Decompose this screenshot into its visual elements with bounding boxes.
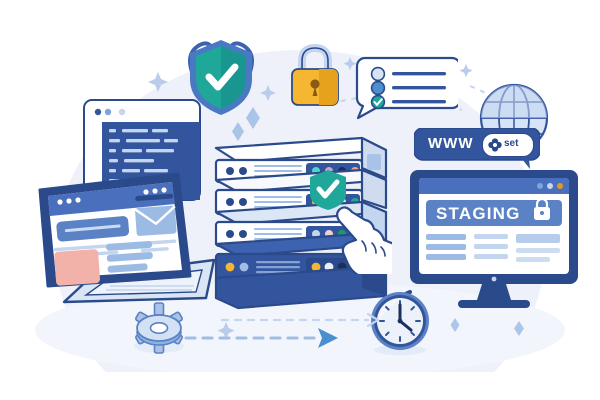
gear-icon (134, 302, 184, 354)
checklist-item-3 (370, 94, 446, 110)
padlock-icon (291, 43, 339, 106)
www-label: WWW (428, 135, 474, 152)
www-badge[interactable]: WWW set (414, 128, 540, 169)
checklist-bubble (355, 56, 458, 120)
flow-arrow-secondary (220, 312, 380, 328)
staging-banner (426, 200, 562, 226)
www-pill-label: set (504, 138, 519, 149)
checklist-item-1 (370, 66, 446, 82)
flower-icon (488, 138, 502, 152)
hand-cursor (335, 206, 392, 274)
security-shield (188, 40, 254, 115)
staging-label: STAGING (436, 204, 521, 223)
flow-arrow (184, 328, 338, 348)
lock-icon (534, 197, 550, 220)
server-verified-badge[interactable] (306, 168, 350, 212)
laptop[interactable] (18, 160, 218, 310)
desktop-monitor[interactable]: STAGING (404, 164, 588, 314)
server-rack[interactable] (196, 120, 396, 315)
www-pill[interactable]: set (482, 133, 534, 157)
stopwatch (371, 292, 429, 355)
checklist-item-2 (370, 80, 446, 96)
